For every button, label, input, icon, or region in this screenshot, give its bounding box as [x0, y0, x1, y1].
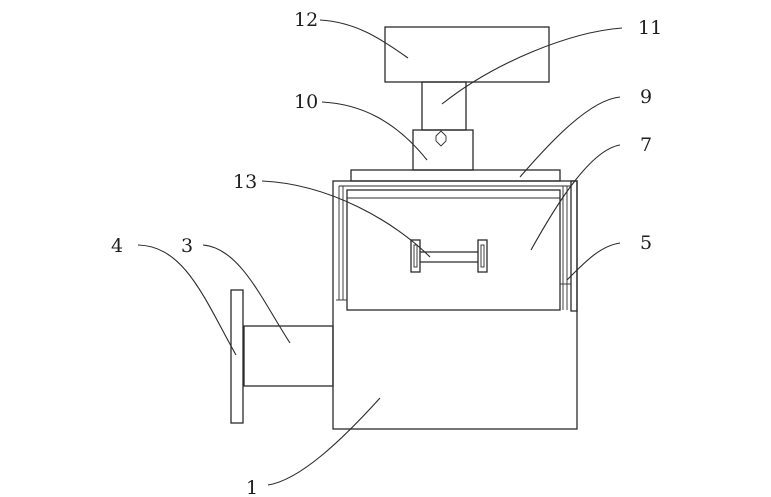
- part-4-flange: [230, 289, 244, 424]
- part-10-coupling: [412, 129, 474, 171]
- leader-3: [202, 244, 291, 344]
- label-12: 12: [294, 9, 318, 31]
- label-1: 1: [246, 477, 258, 497]
- leader-5: [566, 242, 621, 281]
- leader-11: [441, 27, 623, 105]
- handle-left-slot: [413, 244, 418, 268]
- part-5-side-rail: [570, 180, 578, 312]
- label-11: 11: [638, 17, 662, 39]
- leader-7: [530, 144, 621, 251]
- label-3: 3: [181, 235, 193, 257]
- leader-10: [321, 101, 428, 161]
- leader-4: [137, 244, 237, 356]
- leader-12: [319, 19, 409, 59]
- part-9-lid-plate: [350, 169, 561, 182]
- hex-bolt-icon: [435, 130, 447, 147]
- part-3-pipe: [243, 325, 334, 387]
- part-7-inner-chamber: [346, 189, 561, 311]
- part-13-handle-right-grip: [477, 239, 488, 273]
- leader-9: [519, 96, 621, 178]
- leader-13: [261, 180, 431, 258]
- label-9: 9: [640, 86, 652, 108]
- handle-right-slot: [480, 244, 485, 268]
- label-10: 10: [294, 91, 318, 113]
- label-5: 5: [640, 232, 652, 254]
- leader-1: [267, 397, 381, 486]
- label-7: 7: [640, 134, 652, 156]
- part-13-handle-left-grip: [410, 239, 421, 273]
- part-12-top-housing: [384, 26, 550, 83]
- label-4: 4: [111, 235, 123, 257]
- part-1-main-body: [332, 180, 578, 430]
- label-13: 13: [233, 171, 257, 193]
- part-11-shaft: [421, 81, 467, 131]
